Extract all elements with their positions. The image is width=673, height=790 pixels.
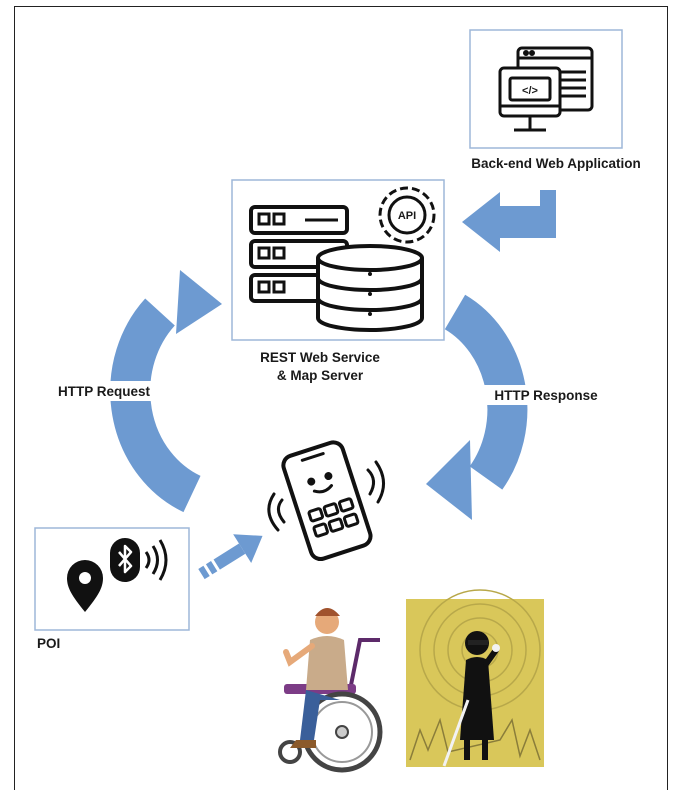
- api-label: API: [398, 210, 416, 222]
- blind-person-illustration: [406, 589, 544, 767]
- backend-app-box: </> Back-end Web Application: [469, 29, 641, 171]
- diagram-frame: [14, 6, 668, 790]
- server-box: API REST Web Service & Map Server: [231, 179, 445, 383]
- bluetooth-icon: [110, 538, 168, 582]
- http-request-arrow: [110, 270, 222, 513]
- server-label-line2: & Map Server: [277, 368, 364, 383]
- server-database-icon: [249, 205, 424, 332]
- location-pin-icon: [67, 560, 103, 612]
- poi-box: POI: [34, 527, 190, 651]
- smartphone-icon: [267, 440, 385, 562]
- code-glyph: </>: [522, 85, 538, 97]
- wheelchair-user-illustration: [278, 608, 383, 773]
- backend-label: Back-end Web Application: [471, 156, 641, 171]
- monitor-code-icon: [498, 46, 594, 132]
- backend-to-server-arrow: [462, 190, 556, 252]
- http-response-label: HTTP Response: [494, 388, 598, 403]
- http-request-label: HTTP Request: [58, 384, 151, 399]
- server-label-line1: REST Web Service: [260, 350, 380, 365]
- poi-label: POI: [37, 636, 60, 651]
- poi-to-phone-arrow: [198, 534, 263, 580]
- api-gear-icon: [378, 186, 436, 244]
- http-response-arrow: [426, 294, 528, 520]
